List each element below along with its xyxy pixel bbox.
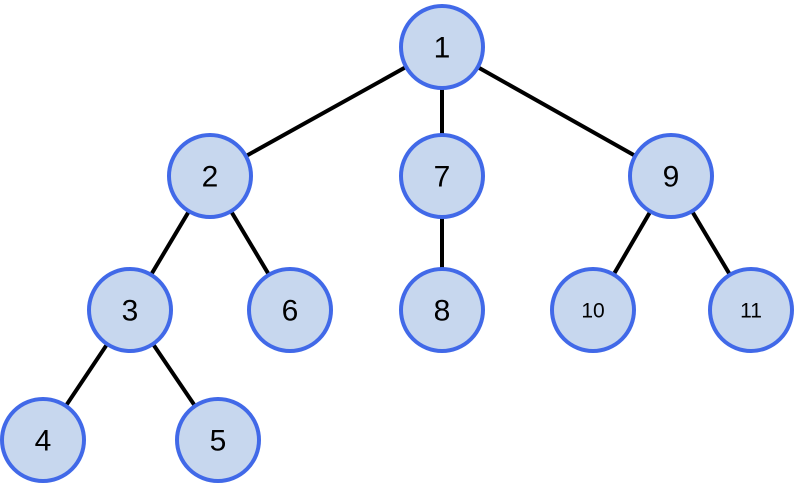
node-circle [399, 133, 485, 219]
node-label: 1 [434, 32, 451, 65]
edge-1-2 [243, 64, 409, 159]
edge-3-5 [150, 341, 198, 409]
tree-node-10: 10 [550, 267, 636, 353]
tree-node-1: 1 [399, 4, 485, 90]
node-circle [167, 133, 253, 219]
tree-node-4: 4 [0, 397, 86, 483]
node-label: 9 [663, 161, 680, 194]
tree-node-2: 2 [167, 133, 253, 219]
edge-3-4 [63, 342, 110, 408]
node-label: 3 [122, 295, 139, 328]
node-circle [0, 397, 86, 483]
node-circle [399, 4, 485, 90]
tree-node-3: 3 [87, 267, 173, 353]
edge-2-3 [149, 209, 191, 277]
edge-9-11 [690, 209, 732, 277]
node-circle [708, 267, 794, 353]
node-label: 8 [434, 295, 451, 328]
node-label: 2 [202, 161, 219, 194]
node-circle [399, 267, 485, 353]
node-circle [550, 267, 636, 353]
nodes-layer: 1 2 7 9 3 6 8 10 11 4 5 [0, 4, 794, 483]
tree-node-7: 7 [399, 133, 485, 219]
edge-9-10 [611, 209, 653, 277]
node-label: 11 [740, 300, 762, 323]
tree-node-9: 9 [628, 133, 714, 219]
node-circle [628, 133, 714, 219]
node-label: 10 [581, 300, 604, 323]
tree-node-5: 5 [175, 397, 261, 483]
node-label: 4 [35, 425, 52, 458]
tree-node-6: 6 [247, 267, 333, 353]
tree-node-11: 11 [708, 267, 794, 353]
node-circle [247, 267, 333, 353]
node-label: 7 [434, 161, 451, 194]
node-label: 5 [210, 425, 227, 458]
edges-layer [63, 64, 732, 409]
tree-node-8: 8 [399, 267, 485, 353]
node-circle [175, 397, 261, 483]
edge-2-6 [229, 209, 271, 277]
node-label: 6 [282, 295, 299, 328]
edge-1-9 [475, 65, 638, 158]
node-circle [87, 267, 173, 353]
